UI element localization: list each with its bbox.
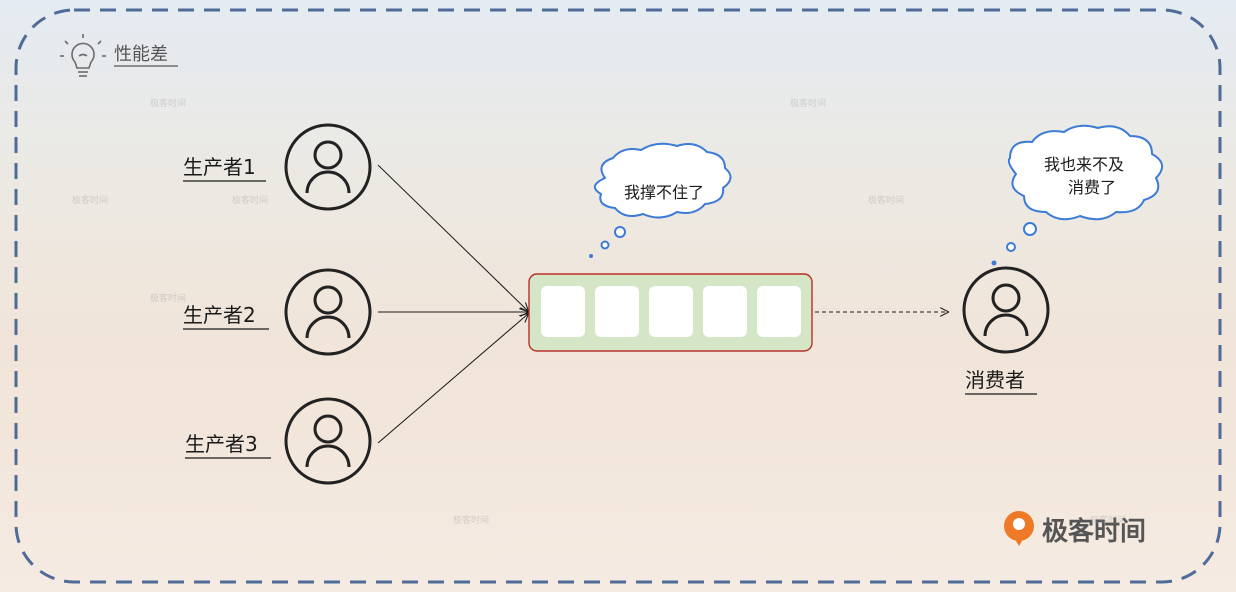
- queue-thought-bubble: 我撑不住了: [589, 142, 732, 258]
- logo-text: 极客时间: [1042, 516, 1146, 547]
- watermark: 极客时间: [453, 516, 490, 526]
- queue-thought-text: 我撑不住了: [624, 183, 704, 202]
- message-queue: [528, 273, 813, 352]
- producer-label: 生产者1: [183, 155, 256, 179]
- watermark: 极客时间: [72, 196, 109, 206]
- queue-slots: [541, 286, 801, 337]
- user-icon: [284, 397, 372, 485]
- logo-icon: [1004, 511, 1034, 546]
- geektime-logo: 极客时间: [1004, 511, 1146, 547]
- dashed-frame: [14, 8, 1222, 584]
- watermark: 极客时间: [150, 99, 187, 109]
- producer-3: 生产者3: [185, 397, 372, 485]
- consumer: 消费者: [962, 266, 1050, 395]
- watermark: 极客时间: [790, 99, 827, 109]
- user-icon: [962, 266, 1050, 354]
- consumer-label: 消费者: [965, 368, 1025, 392]
- producer-1: 生产者1: [183, 123, 372, 211]
- queue-slot: [595, 286, 639, 337]
- user-icon: [284, 123, 372, 211]
- consumer-thought-bubble: 我也来不及 消费了: [991, 124, 1163, 266]
- producer-2: 生产者2: [183, 268, 372, 356]
- producer-label: 生产者2: [183, 303, 256, 327]
- consumer-thought-line-1: 我也来不及: [1044, 155, 1124, 174]
- watermark: 极客时间: [232, 196, 269, 206]
- page-title: 性能差: [114, 44, 168, 65]
- queue-slot: [541, 286, 585, 337]
- arrow-producer-3: [377, 314, 528, 444]
- queue-slot: [703, 286, 747, 337]
- arrow-producer-1: [377, 164, 528, 311]
- queue-slot: [757, 286, 801, 337]
- queue-slot: [649, 286, 693, 337]
- consumer-thought-line-2: 消费了: [1068, 178, 1116, 197]
- producer-label: 生产者3: [185, 432, 258, 456]
- watermark: 极客时间: [150, 294, 187, 304]
- watermark: 极客时间: [1090, 516, 1127, 526]
- user-icon: [284, 268, 372, 356]
- lightbulb-icon: [60, 34, 106, 77]
- watermark: 极客时间: [868, 196, 905, 206]
